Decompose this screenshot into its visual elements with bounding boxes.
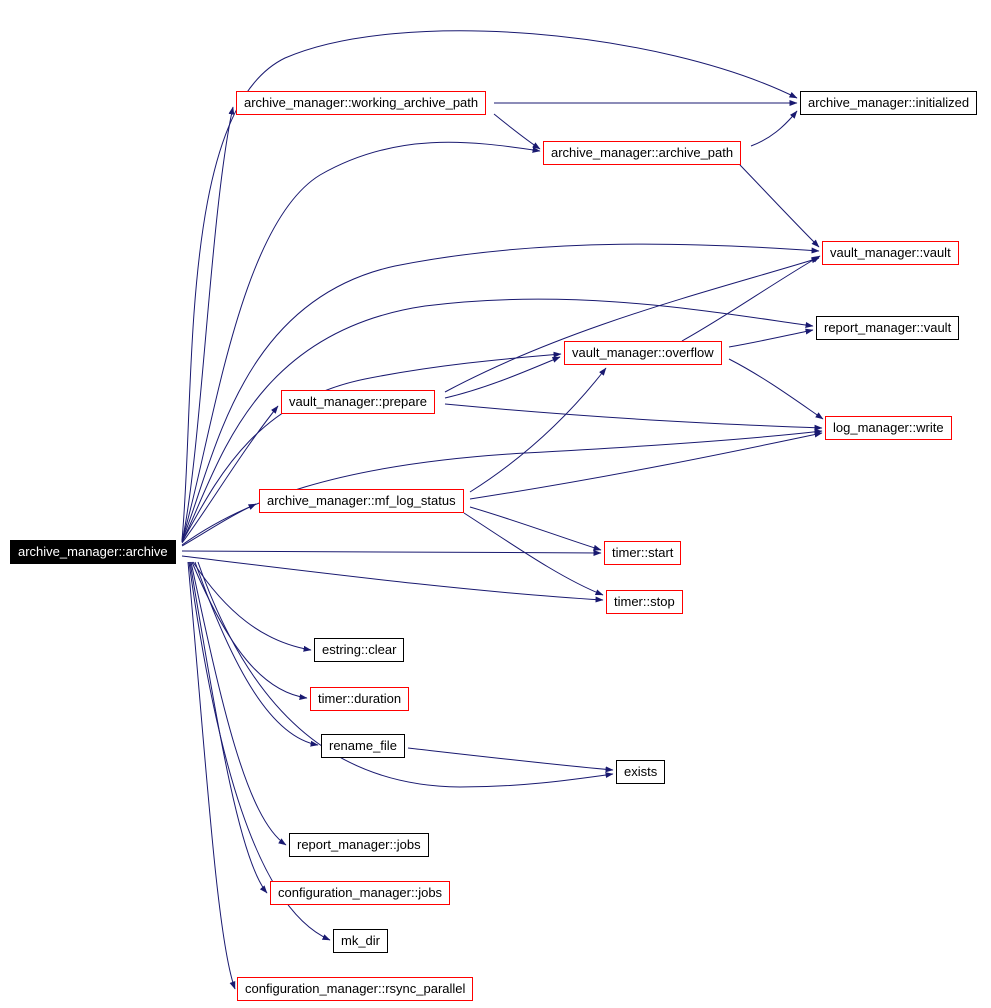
- edge-archive-to-rename-file: [194, 561, 319, 747]
- node-mk-dir[interactable]: mk_dir: [333, 929, 389, 953]
- edge-mf-log-status-to-timer-stop: [463, 512, 604, 596]
- node-timer-duration[interactable]: timer::duration: [310, 687, 410, 711]
- edge-archive-to-mf-log-status: [181, 503, 257, 547]
- edge-archive-to-estring-clear: [192, 561, 312, 652]
- edge-prepare-to-vault: [444, 257, 820, 393]
- edge-overflow-to-vault: [681, 255, 821, 342]
- edge-archive-to-working-archive-path: [181, 106, 235, 543]
- node-estring-clear[interactable]: estring::clear: [314, 638, 405, 662]
- edge-archive-path-to-vault: [739, 164, 820, 248]
- node-archive-path[interactable]: archive_manager::archive_path: [543, 141, 742, 165]
- node-working-archive-path[interactable]: archive_manager::working_archive_path: [236, 91, 487, 115]
- edge-rename-file-to-exists: [407, 747, 614, 773]
- edge-archive-to-write: [181, 428, 823, 546]
- node-archive-manager-archive: archive_manager::archive: [10, 540, 176, 564]
- edge-archive-to-report-vault: [181, 298, 814, 543]
- edge-archive-to-timer-start: [181, 549, 602, 556]
- edge-archive-to-rsync-parallel: [187, 561, 236, 990]
- edge-archive-to-vault: [181, 243, 820, 542]
- edge-archive-to-mk-dir: [188, 561, 331, 941]
- edge-archive-to-prepare: [181, 405, 279, 544]
- edge-overflow-to-report-vault: [728, 328, 814, 348]
- edge-archive-path-to-initialized: [750, 110, 798, 147]
- edge-archive-to-timer-duration: [191, 561, 308, 700]
- node-exists[interactable]: exists: [616, 760, 666, 784]
- edge-archive-to-report-jobs: [190, 561, 287, 846]
- edge-overflow-to-write: [728, 358, 824, 420]
- node-vault-manager-prepare[interactable]: vault_manager::prepare: [281, 390, 436, 414]
- node-rsync-parallel[interactable]: configuration_manager::rsync_parallel: [237, 977, 474, 1001]
- node-log-manager-write[interactable]: log_manager::write: [825, 416, 952, 440]
- edge-archive-to-overflow: [181, 351, 562, 543]
- edge-archive-to-config-jobs: [189, 561, 268, 894]
- node-mf-log-status[interactable]: archive_manager::mf_log_status: [259, 489, 464, 513]
- node-rename-file[interactable]: rename_file: [321, 734, 405, 758]
- node-timer-stop[interactable]: timer::stop: [606, 590, 683, 614]
- edge-prepare-to-overflow: [444, 356, 561, 399]
- node-initialized[interactable]: archive_manager::initialized: [800, 91, 978, 115]
- edge-mf-log-status-to-write: [469, 431, 823, 500]
- edge-mf-log-status-to-overflow: [469, 367, 607, 493]
- edge-mf-log-status-to-timer-start: [469, 506, 602, 551]
- edge-working-archive-path-to-archive-path: [493, 113, 541, 150]
- node-vault-manager-overflow[interactable]: vault_manager::overflow: [564, 341, 722, 365]
- node-vault-manager-vault[interactable]: vault_manager::vault: [822, 241, 959, 265]
- edge-archive-to-initialized: [181, 30, 798, 541]
- node-report-manager-jobs[interactable]: report_manager::jobs: [289, 833, 429, 857]
- edge-prepare-to-write: [444, 403, 823, 431]
- node-timer-start[interactable]: timer::start: [604, 541, 682, 565]
- node-report-manager-vault[interactable]: report_manager::vault: [816, 316, 960, 340]
- edge-archive-to-exists: [197, 561, 614, 788]
- edge-archive-to-archive-path: [181, 141, 541, 542]
- edge-archive-to-timer-stop: [181, 555, 604, 603]
- node-configuration-manager-jobs[interactable]: configuration_manager::jobs: [270, 881, 451, 905]
